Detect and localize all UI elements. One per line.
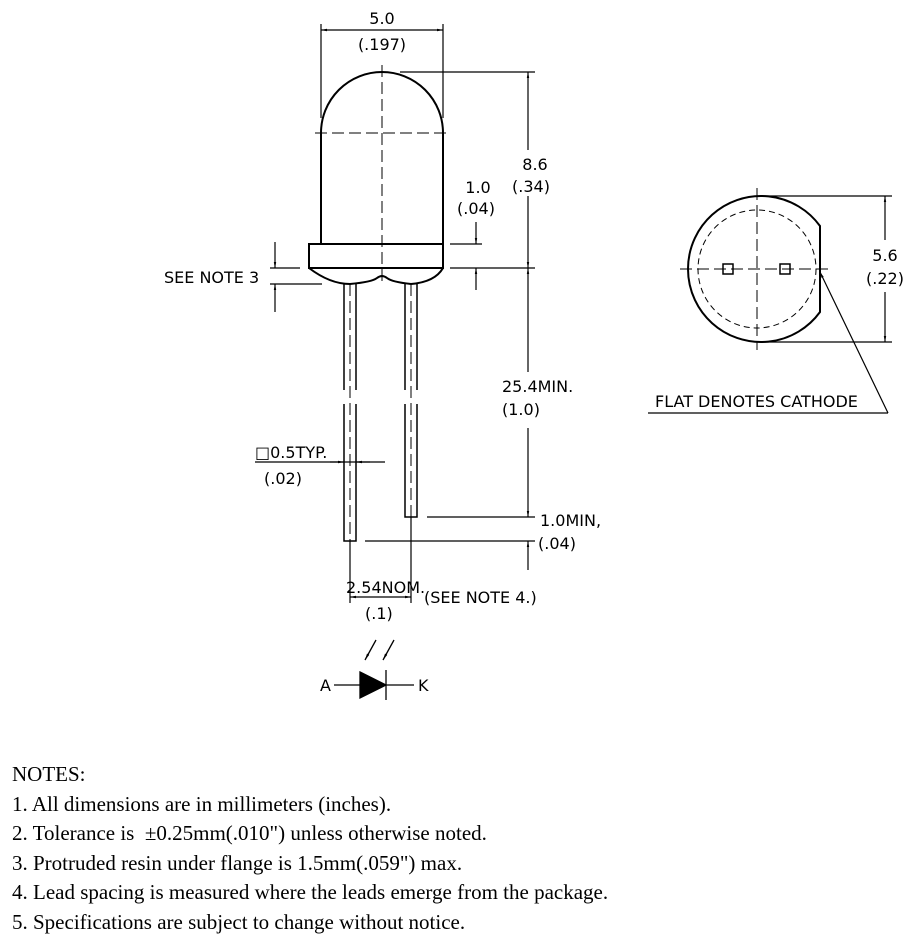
- flange-dia-in: (.22): [866, 269, 904, 288]
- bottom-view: [680, 188, 832, 350]
- flat-cathode-label: FLAT DENOTES CATHODE: [655, 392, 858, 411]
- width-in: (.197): [358, 35, 406, 54]
- flange-dia-mm: 5.6: [872, 246, 897, 265]
- height-mm: 8.6: [522, 155, 547, 174]
- cathode-label: K: [418, 676, 429, 695]
- flange-mm: 1.0: [465, 178, 490, 197]
- anode-label: A: [320, 676, 331, 695]
- note-item: 4. Lead spacing is measured where the le…: [12, 880, 609, 905]
- notes: NOTES: 1. All dimensions are in millimet…: [12, 760, 608, 938]
- dimension-labels: 5.0 (.197) 8.6 (.34) 1.0 (.04) SEE NOTE …: [164, 9, 904, 695]
- photodiode-symbol: [334, 639, 414, 700]
- lead-size-mm: □0.5TYP.: [255, 443, 327, 462]
- lead-length-in: (1.0): [502, 400, 540, 419]
- spacing-mm: 2.54NOM.: [346, 578, 425, 597]
- notes-title: NOTES:: [12, 762, 86, 786]
- centerlines: [315, 65, 450, 541]
- led-body: [308, 71, 444, 286]
- see-note-4: (SEE NOTE 4.): [424, 588, 537, 607]
- note-item: 3. Protruded resin under flange is 1.5mm…: [12, 850, 463, 875]
- see-note-3: SEE NOTE 3: [164, 268, 259, 287]
- width-mm: 5.0: [369, 9, 394, 28]
- spacing-in: (.1): [365, 604, 393, 623]
- note-item: 1. All dimensions are in millimeters (in…: [12, 791, 392, 816]
- lead-length-mm: 25.4MIN.: [502, 377, 573, 396]
- flange-in: (.04): [457, 199, 495, 218]
- lead-diff-in: (.04): [538, 534, 576, 553]
- leads: [343, 284, 418, 542]
- note-item: 2. Tolerance is ±0.25mm(.010") unless ot…: [12, 821, 487, 846]
- height-in: (.34): [512, 177, 550, 196]
- lead-diff-mm: 1.0MIN,: [540, 511, 601, 530]
- lead-size-in: (.02): [264, 469, 302, 488]
- note-item: 5. Specifications are subject to change …: [12, 909, 466, 934]
